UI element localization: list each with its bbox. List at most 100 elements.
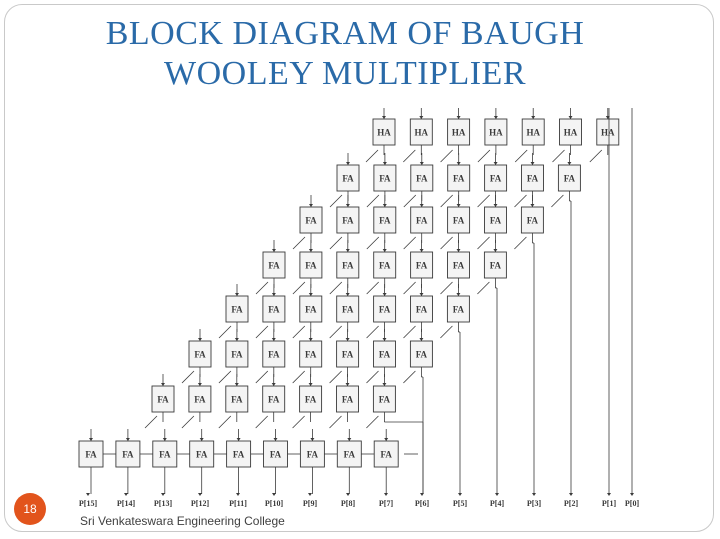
title-line-1: BLOCK DIAGRAM OF BAUGH: [105, 15, 585, 52]
arrow-head: [382, 383, 387, 386]
diagonal-wire: [329, 236, 343, 250]
product-output-label: P[14]: [117, 499, 136, 508]
arrow-head: [86, 493, 90, 496]
diagonal-wire: [403, 149, 416, 163]
diagonal-wire: [440, 194, 453, 208]
product-output-label: P[1]: [602, 499, 617, 508]
full-adder-cell-label: FA: [379, 350, 391, 360]
diagonal-wire: [329, 194, 343, 208]
product-output-label: P[12]: [191, 499, 210, 508]
diagonal-wire: [292, 236, 306, 250]
full-adder-cell-label: FA: [379, 305, 391, 315]
arrow-head: [162, 438, 167, 441]
arrow-head: [456, 162, 461, 165]
arrow-head: [384, 493, 388, 496]
diagonal-wire: [366, 415, 379, 429]
full-adder-cell-label: FA: [416, 305, 428, 315]
ripple-adder-cell-label: FA: [344, 450, 356, 460]
diagonal-wire: [403, 281, 416, 295]
diagonal-wire: [292, 325, 306, 339]
full-adder-cell-label: FA: [490, 261, 502, 271]
arrow-head: [530, 162, 535, 165]
full-adder-cell-label: FA: [231, 305, 243, 315]
diagonal-wire: [255, 415, 268, 429]
arrow-head: [493, 116, 498, 119]
arrow-head: [630, 493, 634, 496]
diagonal-wire: [366, 370, 379, 384]
full-adder-cell-label: FA: [305, 395, 317, 405]
ripple-adder-cell-label: FA: [196, 450, 208, 460]
full-adder-cell-label: FA: [268, 395, 280, 405]
diagonal-wire: [329, 415, 342, 429]
diagonal-wire: [366, 281, 379, 295]
full-adder-cell-label: FA: [416, 261, 428, 271]
diagonal-wire: [255, 325, 269, 339]
arrow-head: [197, 383, 202, 386]
full-adder-cell-label: FA: [231, 350, 243, 360]
arrow-head: [607, 493, 611, 496]
diagonal-wire: [181, 415, 195, 429]
arrow-head: [567, 162, 572, 165]
arrow-head: [124, 493, 128, 496]
arrow-head: [569, 493, 573, 496]
product-output-label: P[7]: [379, 499, 394, 508]
arrow-head: [382, 293, 387, 296]
arrow-head: [493, 162, 498, 165]
full-adder-cell-label: FA: [564, 174, 576, 184]
product-output-label: P[0]: [625, 499, 640, 508]
full-adder-cell-label: FA: [453, 261, 465, 271]
full-adder-cell-label: FA: [453, 216, 465, 226]
full-adder-cell-label: FA: [527, 216, 539, 226]
diagonal-wire: [365, 149, 379, 163]
arrow-head: [456, 116, 461, 119]
diagonal-wire: [551, 194, 564, 208]
arrow-head: [271, 383, 276, 386]
arrow-head: [308, 249, 313, 252]
full-adder-cell-label: FA: [379, 216, 391, 226]
ripple-adder-cell-label: FA: [381, 450, 393, 460]
diagonal-wire: [366, 194, 380, 208]
product-output-label: P[5]: [453, 499, 468, 508]
arrow-head: [345, 249, 350, 252]
full-adder-cell-label: FA: [379, 261, 391, 271]
full-adder-cell-label: FA: [342, 216, 354, 226]
full-adder-cell-label: FA: [305, 305, 317, 315]
arrow-head: [419, 116, 424, 119]
arrow-head: [382, 204, 387, 207]
diagonal-wire: [477, 236, 490, 250]
diagonal-wire: [552, 149, 565, 163]
full-adder-cell-label: FA: [194, 395, 206, 405]
full-adder-cell-label: FA: [268, 261, 280, 271]
ripple-adder-cell-label: FA: [159, 450, 171, 460]
arrow-head: [382, 249, 387, 252]
ripple-adder-cell: [263, 440, 288, 468]
diagonal-wire: [292, 281, 306, 295]
half-adder-cell-label: HA: [601, 128, 615, 138]
arrow-head: [456, 204, 461, 207]
full-adder-cell-label: FA: [490, 216, 502, 226]
ripple-adder-cell-label: FA: [307, 450, 319, 460]
arrow-head: [384, 438, 389, 441]
full-adder-cell-label: FA: [416, 174, 428, 184]
arrow-head: [308, 383, 313, 386]
product-output-label: P[8]: [341, 499, 356, 508]
arrow-head: [419, 162, 424, 165]
diagonal-wire: [329, 281, 343, 295]
diagonal-wire: [403, 370, 416, 384]
diagonal-wire: [329, 370, 342, 384]
arrow-head: [272, 249, 276, 252]
full-adder-cell-label: FA: [379, 174, 391, 184]
diagonal-wire: [218, 415, 232, 429]
arrow-head: [346, 162, 350, 165]
arrow-head: [236, 493, 240, 496]
ripple-adder-cell: [152, 440, 178, 468]
slide-title: BLOCK DIAGRAM OF BAUGH WOOLEY MULTIPLIER: [0, 14, 690, 94]
ripple-adder-cell-label: FA: [233, 450, 245, 460]
diagonal-wire: [440, 149, 453, 163]
full-adder-cell-label: FA: [379, 395, 391, 405]
diagonal-wire: [403, 194, 417, 208]
arrow-head: [420, 493, 424, 496]
arrow-head: [308, 293, 313, 296]
arrow-head: [530, 204, 535, 207]
arrow-head: [235, 293, 239, 296]
